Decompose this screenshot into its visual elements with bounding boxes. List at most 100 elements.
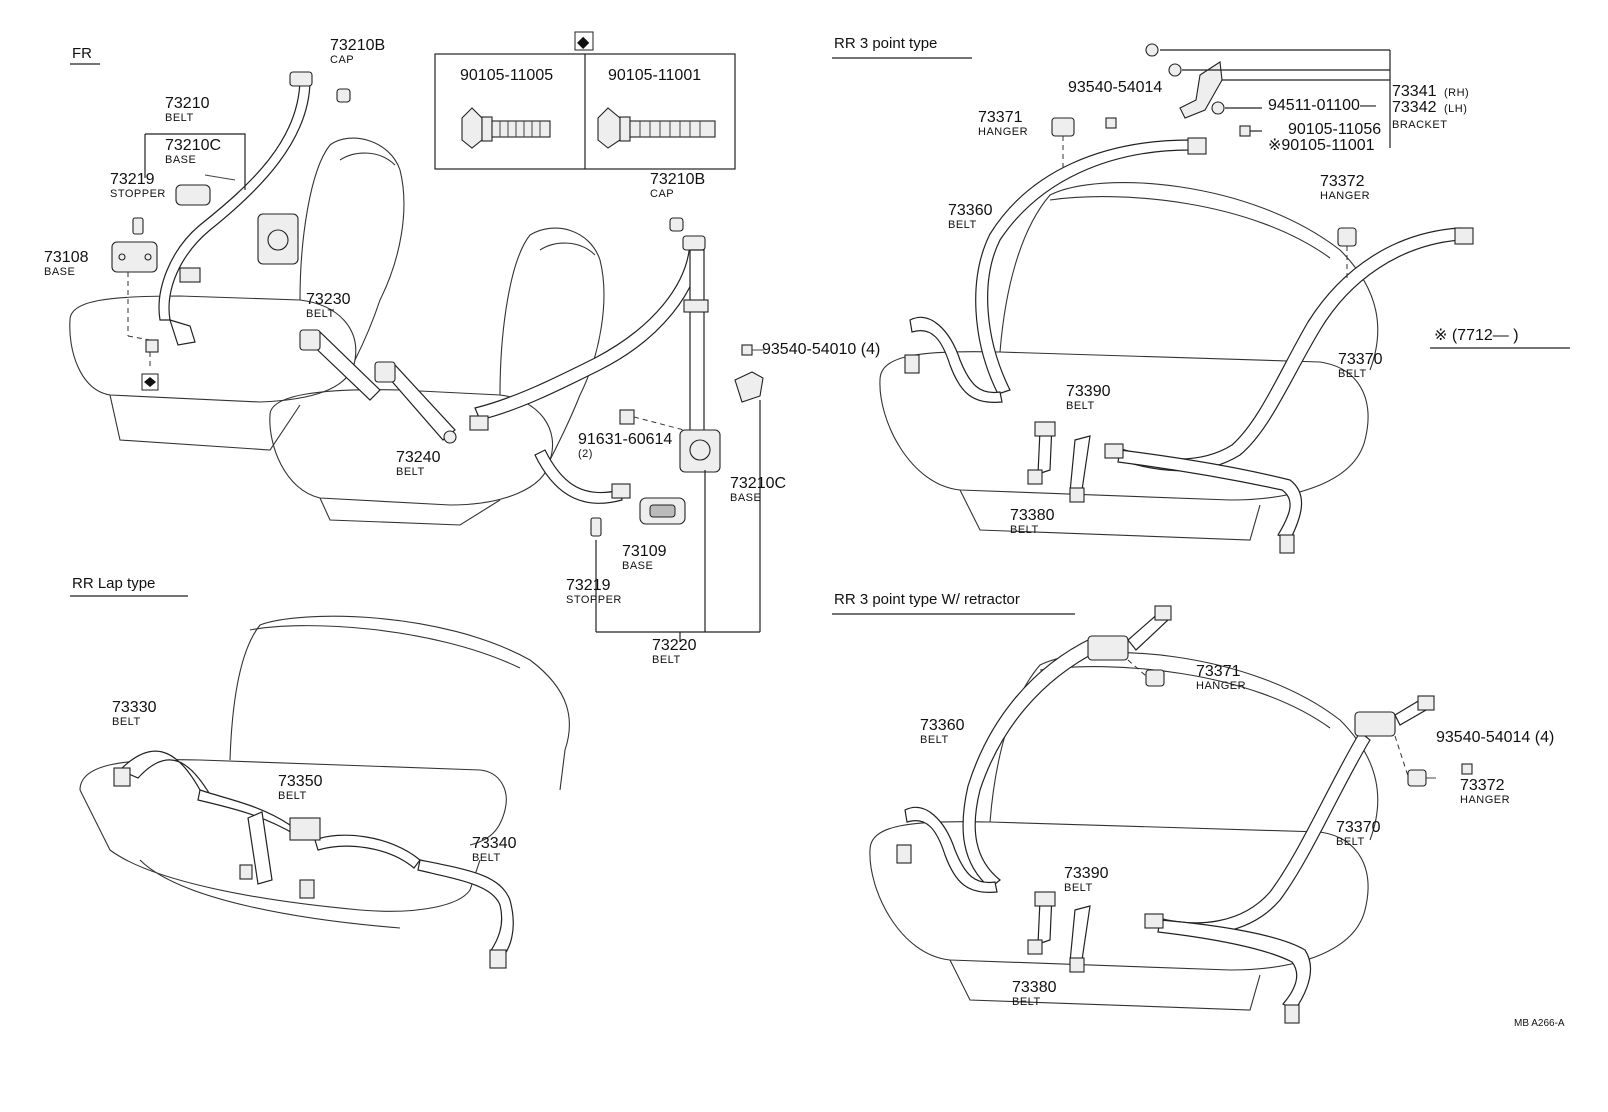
fr-base-73109-icon: [639, 497, 686, 525]
part-number: 73219: [566, 577, 611, 594]
part-name: BELT: [920, 734, 949, 746]
rr-3pt-hardware-icon: [1051, 43, 1357, 280]
part-number: ※90105-11001: [1268, 137, 1375, 154]
part-number: 73109: [622, 543, 667, 560]
callout-rr-note: ※ (7712— ): [1434, 327, 1519, 344]
fr-belt-73210-icon: [158, 71, 313, 346]
callout-rr-90105-11001: ※90105-11001: [1268, 137, 1375, 154]
part-name: CAP: [650, 188, 674, 200]
part-name: BELT: [112, 716, 141, 728]
bolt-box: ◆ 90105-11005 90105-11001: [434, 31, 736, 170]
part-name: BELT: [948, 219, 977, 231]
callout-rr-94511: 94511-01100—: [1268, 97, 1376, 114]
rr-3pt-leader-lines: [1160, 49, 1570, 349]
fr-bolt-left-icon: [127, 272, 159, 370]
callout-fr-93540: 93540-54010 (4): [762, 341, 880, 358]
fr-base-73108-icon: [111, 241, 158, 273]
part-number: 73220: [652, 637, 697, 654]
part-number: 73230: [306, 291, 351, 308]
rr-3pt-buckles-icon: [1027, 421, 1091, 503]
section-rr-3pt: RR 3 point type: [832, 35, 972, 59]
part-name: BELT: [1064, 882, 1093, 894]
part-number: 73108: [44, 249, 89, 266]
part-number: 73330: [112, 699, 157, 716]
fr-buckle-73230-icon: [299, 329, 381, 401]
part-number: 93540-54010 (4): [762, 341, 880, 358]
rr-ret-belt-73360-icon: [896, 605, 1172, 894]
part-number: 73341: [1392, 83, 1437, 100]
section-rr-lap: RR Lap type: [70, 575, 188, 597]
part-number: 93540-54014 (4): [1436, 729, 1554, 746]
part-number: ※ (7712— ): [1434, 327, 1519, 344]
section-rr-3pt-retractor: RR 3 point type W/ retractor: [832, 591, 1075, 615]
part-name: BELT: [1012, 996, 1041, 1008]
part-name: HANGER: [978, 126, 1028, 138]
bolt-short-icon: [461, 107, 551, 149]
fr-seat-left-icon: [69, 137, 405, 451]
part-number: 91631-60614: [578, 431, 672, 448]
part-name: BELT: [306, 308, 335, 320]
part-number: 73210B: [650, 171, 705, 188]
part-name: BELT: [1338, 368, 1367, 380]
part-number: 73380: [1012, 979, 1057, 996]
fr-cap-left-icon: [336, 88, 351, 103]
part-name: STOPPER: [566, 594, 622, 606]
rr-lap-belts-icon: [113, 750, 514, 969]
section-title-rr-lap: RR Lap type: [72, 575, 155, 592]
part-number: 73210C: [165, 137, 221, 154]
part-name: HANGER: [1196, 680, 1246, 692]
rr-3pt-belt-73360-icon: [904, 137, 1207, 404]
part-number: 73370: [1336, 819, 1381, 836]
callout-rr-73341: 73341(RH): [1392, 83, 1469, 100]
bolt-label-left: 90105-11005: [460, 67, 553, 84]
part-number: 73360: [920, 717, 965, 734]
part-number: 73210: [165, 95, 210, 112]
part-number: 73371: [1196, 663, 1241, 680]
part-number: 90105-11056: [1288, 121, 1381, 138]
rr-ret-belt-73370-icon: [1144, 695, 1435, 1024]
part-number: 73342: [1392, 99, 1437, 116]
fr-leader-lines: [144, 133, 761, 642]
section-fr: FR: [70, 45, 100, 65]
diamond-icon: ◆: [577, 34, 590, 51]
fr-buckle-73240-icon: [374, 361, 457, 444]
rr-lap-seat-icon: [79, 615, 570, 929]
callout-rr-bracket: BRACKET: [1392, 119, 1447, 131]
section-title-rr-3pt-retractor: RR 3 point type W/ retractor: [834, 591, 1020, 608]
part-number: 73372: [1320, 173, 1365, 190]
fr-bolt-93540-icon: [741, 344, 764, 356]
part-name: BRACKET: [1392, 119, 1447, 131]
fr-belt-73220-icon: [469, 235, 721, 504]
rr-ret-hardware-icon: [1127, 659, 1473, 787]
part-name: CAP: [330, 54, 354, 66]
part-number: 73372: [1460, 777, 1505, 794]
diamond-marker-icon: [141, 373, 159, 391]
part-name: BELT: [1066, 400, 1095, 412]
part-name: BELT: [396, 466, 425, 478]
part-number: 73240: [396, 449, 441, 466]
part-number: 93540-54014: [1068, 79, 1162, 96]
rr-3pt-seat-icon: [879, 182, 1379, 541]
part-name: BELT: [472, 852, 501, 864]
rr-ret-buckles-icon: [1027, 891, 1091, 973]
